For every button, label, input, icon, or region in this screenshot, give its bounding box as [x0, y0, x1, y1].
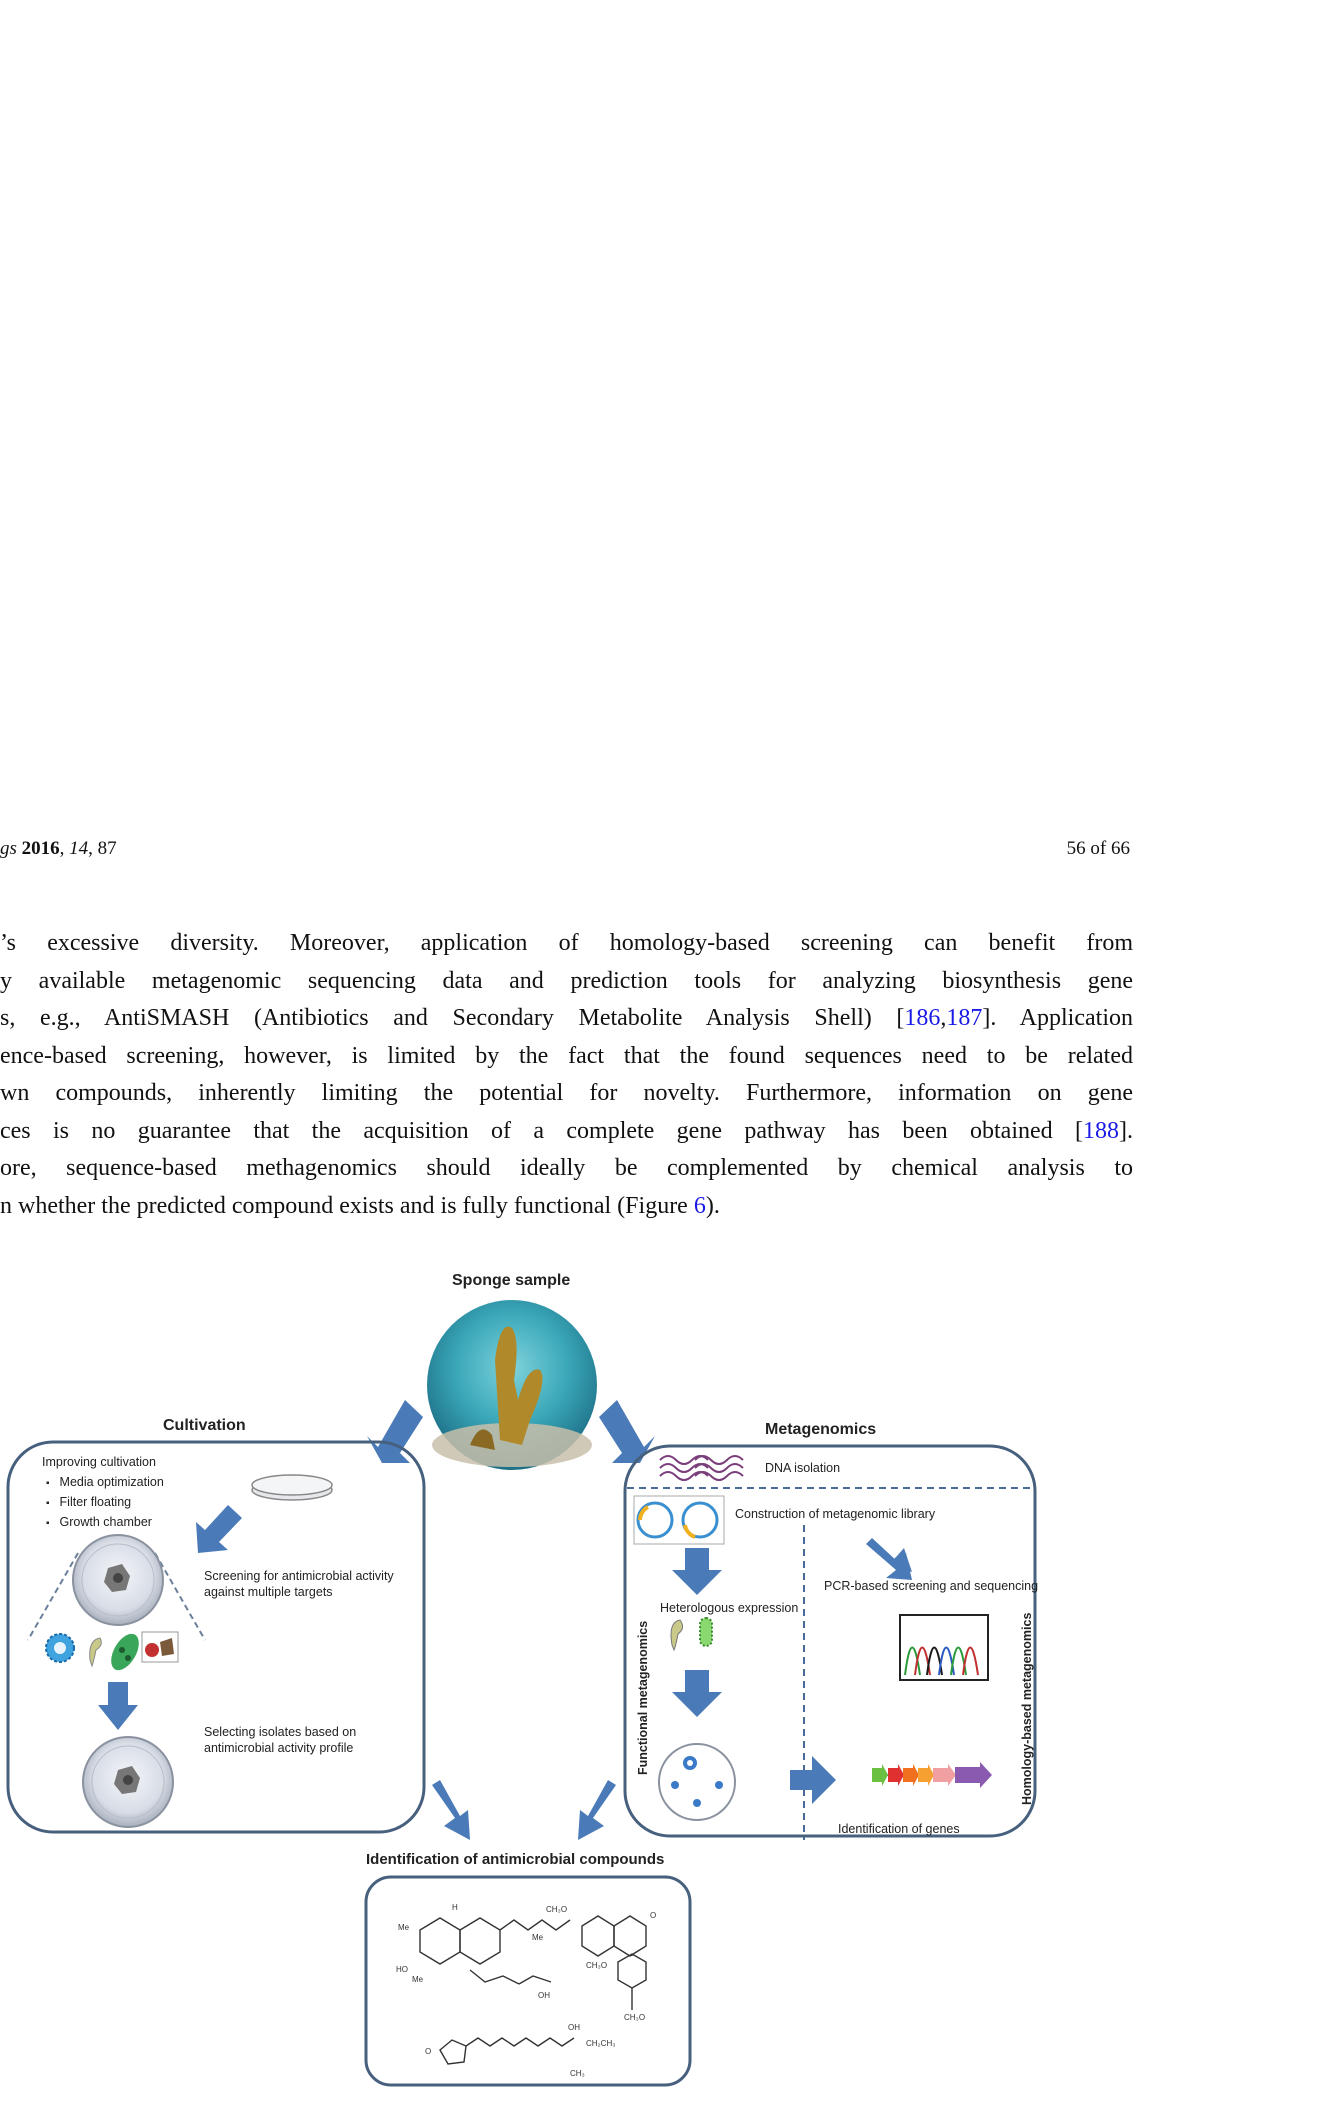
svg-text:CH₃: CH₃ — [570, 2069, 585, 2078]
svg-text:CH₃O: CH₃O — [586, 1961, 607, 1970]
host-cells-icon — [670, 1617, 713, 1652]
journal-citation: gs 2016, 14, 87 — [0, 838, 117, 859]
text-line: ces is no guarantee that the acquisition… — [0, 1117, 1133, 1144]
svg-text:H: H — [452, 1903, 458, 1912]
svg-text:CH₃O: CH₃O — [546, 1905, 567, 1914]
cultivation-methods-list: Media optimization Filter floating Growt… — [46, 1473, 164, 1533]
text-line: wn compounds, inherently limiting the po… — [0, 1080, 1133, 1106]
text-line: y available metagenomic sequencing data … — [0, 967, 1133, 994]
assay-plate-icon — [658, 1743, 736, 1821]
dna-strands-icon — [659, 1455, 744, 1481]
target-microbes-icons — [45, 1631, 179, 1671]
metagenomics-title: Metagenomics — [765, 1421, 877, 1438]
plasmid-icons — [633, 1495, 725, 1545]
gene-cluster-icon — [872, 1762, 992, 1788]
arrow-metagenomics-to-compounds — [578, 1780, 616, 1840]
svg-text:OH: OH — [568, 2023, 580, 2032]
sponge-sample-title: Sponge sample — [452, 1272, 571, 1289]
chem-labels: Me HO Me H Me OH CH₃O O CH₃O CH₃O O OH C… — [396, 1903, 656, 2078]
sequencing-chromatogram-icon — [899, 1614, 989, 1681]
page-number: 56 of 66 — [1066, 838, 1130, 859]
list-item: Filter floating — [46, 1493, 164, 1513]
svg-text:Me: Me — [398, 1923, 410, 1932]
citation-link[interactable]: 188 — [1083, 1117, 1119, 1144]
arrow-cultivation-to-compounds — [432, 1780, 470, 1840]
arrow-to-metagenomics — [599, 1400, 655, 1463]
chemical-structures — [419, 1915, 647, 2065]
construction-library-label: Construction of metagenomic library — [735, 1507, 936, 1521]
cultivation-title: Cultivation — [163, 1417, 246, 1434]
text-line: n whether the predicted compound exists … — [0, 1192, 720, 1219]
culture-plate-icon — [72, 1534, 164, 1626]
dna-isolation-label: DNA isolation — [765, 1461, 841, 1475]
improving-cultivation-label: Improving cultivation — [42, 1455, 156, 1469]
svg-text:CH₂CH₃: CH₂CH₃ — [586, 2039, 615, 2048]
svg-text:O: O — [425, 2047, 431, 2056]
citation-link[interactable]: 186 — [904, 1005, 941, 1031]
svg-text:HO: HO — [396, 1965, 408, 1974]
homology-metagenomics-label: Homology-based metagenomics — [1020, 1612, 1034, 1805]
svg-text:OH: OH — [538, 1991, 550, 2000]
sponge-photo — [427, 1300, 597, 1470]
text-line: s, e.g., AntiSMASH (Antibiotics and Seco… — [0, 1005, 1133, 1031]
svg-text:Me: Me — [412, 1975, 424, 1984]
petri-dish-icon — [251, 1474, 333, 1501]
selecting-isolates-label: Selecting isolates based on antimicrobia… — [204, 1725, 357, 1755]
svg-text:CH₃O: CH₃O — [624, 2013, 645, 2022]
identification-genes-label: Identification of genes — [838, 1822, 960, 1836]
metagenomics-box — [623, 1444, 1037, 1838]
text-line: ’s excessive diversity. Moreover, applic… — [0, 930, 1133, 956]
text-line: ence-based screening, however, is limite… — [0, 1042, 1133, 1069]
screening-label: Screening for antimicrobial activity aga… — [204, 1569, 394, 1599]
figure-link[interactable]: 6 — [693, 1192, 706, 1219]
heterologous-expression-label: Heterologous expression — [660, 1601, 799, 1615]
figure-graphics: Me HO Me H Me OH CH₃O O CH₃O CH₃O O OH C… — [6, 1300, 1037, 2087]
text-line: ore, sequence-based methagenomics should… — [0, 1155, 1133, 1181]
selected-isolate-plate-icon — [82, 1736, 174, 1828]
list-item: Media optimization — [46, 1473, 164, 1493]
body-paragraph: ’s excessive diversity. Moreover, applic… — [0, 925, 1133, 1225]
compounds-box — [364, 1875, 692, 2087]
svg-text:Me: Me — [532, 1933, 544, 1942]
flow-arrows — [367, 1400, 655, 1840]
functional-metagenomics-label: Functional metagenomics — [636, 1620, 650, 1775]
figure-6: Me HO Me H Me OH CH₃O O CH₃O CH₃O O OH C… — [0, 1250, 1339, 2128]
arrow-to-cultivation — [367, 1400, 423, 1463]
list-item: Growth chamber — [46, 1513, 164, 1533]
citation-link[interactable]: 187 — [946, 1005, 983, 1031]
cultivation-box — [6, 1440, 426, 1834]
svg-text:O: O — [650, 1911, 656, 1920]
pcr-screening-label: PCR-based screening and sequencing — [824, 1579, 1039, 1593]
compounds-title: Identification of antimicrobial compound… — [366, 1851, 665, 1868]
